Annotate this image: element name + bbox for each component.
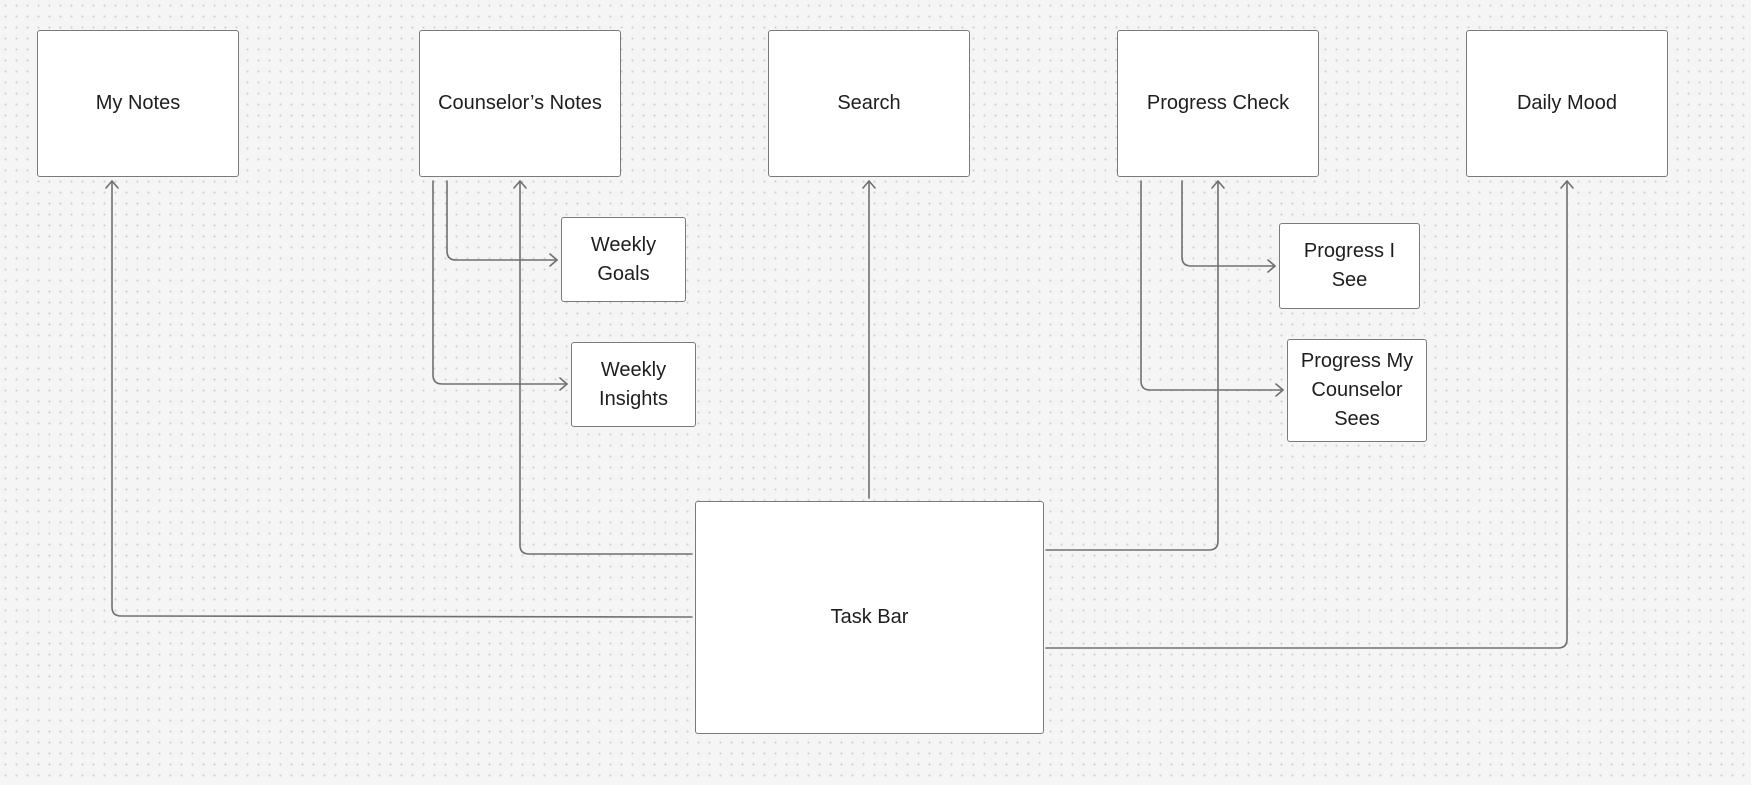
node-progress-i-see[interactable]: Progress I See xyxy=(1279,223,1420,309)
node-progress-my-counselor-sees[interactable]: Progress My Counselor Sees xyxy=(1287,339,1427,442)
arrowhead-weekly-goals xyxy=(549,253,558,267)
connector-taskbar-to-progress-check xyxy=(1045,180,1219,551)
node-search-label: Search xyxy=(837,92,901,114)
connector-counselors-notes-to-weekly-goals xyxy=(446,180,558,261)
arrowhead-weekly-insights xyxy=(559,377,568,391)
arrowhead-progress-my-counselor-sees xyxy=(1275,383,1284,397)
node-search[interactable]: Search xyxy=(768,30,970,177)
node-my-notes[interactable]: My Notes xyxy=(37,30,239,177)
node-task-bar-label: Task Bar xyxy=(830,606,909,628)
node-progress-my-counselor-sees-label: Progress My Counselor Sees xyxy=(1300,350,1414,430)
node-progress-check[interactable]: Progress Check xyxy=(1117,30,1319,177)
node-counselors-notes-label: Counselor’s Notes xyxy=(438,92,602,114)
node-weekly-insights[interactable]: Weekly Insights xyxy=(571,342,696,427)
arrowhead-progress-i-see xyxy=(1267,259,1276,273)
connector-progress-check-to-progress-my-counselor-sees xyxy=(1140,180,1284,391)
node-daily-mood[interactable]: Daily Mood xyxy=(1466,30,1668,177)
connector-counselors-notes-to-weekly-insights xyxy=(432,180,568,385)
arrowhead-my-notes xyxy=(105,180,119,189)
arrowhead-daily-mood xyxy=(1560,180,1574,189)
arrowhead-progress-check xyxy=(1211,180,1225,189)
node-weekly-goals[interactable]: Weekly Goals xyxy=(561,217,686,302)
node-counselors-notes[interactable]: Counselor’s Notes xyxy=(419,30,621,177)
node-task-bar[interactable]: Task Bar xyxy=(695,501,1044,734)
node-weekly-goals-label: Weekly Goals xyxy=(590,233,657,285)
arrowhead-search xyxy=(862,180,876,189)
node-daily-mood-label: Daily Mood xyxy=(1516,92,1618,114)
node-progress-i-see-label: Progress I See xyxy=(1303,240,1396,291)
connector-progress-check-to-progress-i-see xyxy=(1181,180,1276,267)
arrowhead-counselors-notes xyxy=(513,180,527,189)
node-progress-check-label: Progress Check xyxy=(1146,92,1290,114)
node-weekly-insights-label: Weekly Insights xyxy=(599,358,668,410)
node-my-notes-label: My Notes xyxy=(95,92,181,114)
